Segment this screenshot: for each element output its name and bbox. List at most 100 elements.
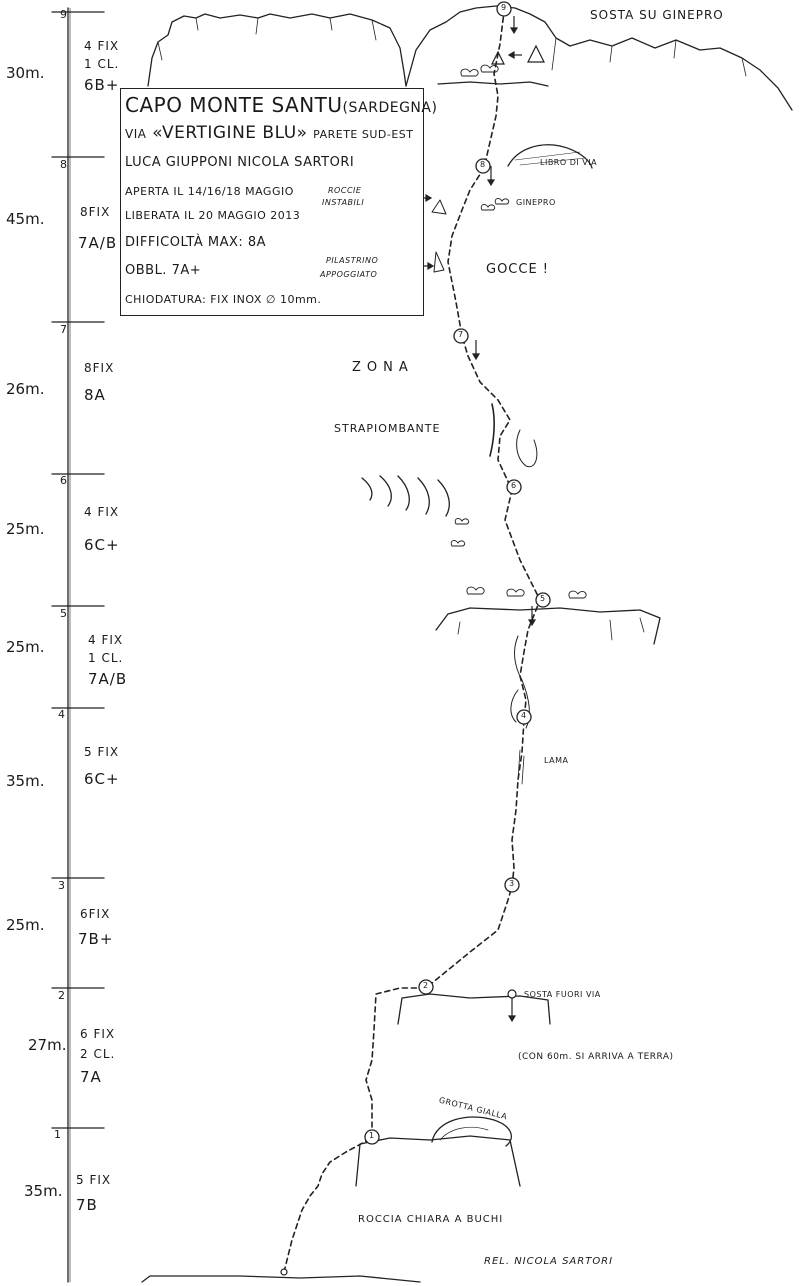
belay-number-7: 7 [458, 330, 464, 339]
note-lama: LAMA [544, 756, 569, 765]
tick-7: 7 [60, 323, 68, 336]
max-difficulty: DIFFICOLTÀ MAX: 8A [125, 235, 267, 250]
note-rel: REL. NICOLA SARTORI [484, 1256, 614, 1267]
pitch-2-length: 27m. [28, 1036, 67, 1054]
belay-circle-6 [506, 479, 522, 495]
note-libro-di-via: LIBRO DI VIA [540, 158, 598, 167]
belay5-ledge [435, 607, 661, 645]
summit-right-ridge [405, 5, 793, 111]
route-name: «VERTIGINE BLU» [152, 123, 308, 143]
pitch-6-length: 25m. [6, 520, 45, 538]
tick-6: 6 [60, 474, 68, 487]
tick-1: 1 [54, 1128, 62, 1141]
note-pilastrino-1: PILASTRINO [326, 256, 379, 265]
pitch-8-length: 45m. [6, 210, 45, 228]
belay-circle-8 [475, 158, 491, 174]
bolting-diameter: ∅ 10mm. [265, 293, 322, 306]
note-pilastrino-2: APPOGGIATO [320, 270, 378, 279]
note-rocce-2: INSTABILI [322, 198, 365, 207]
pitch-9-fix: 4 FIX [84, 39, 120, 53]
belay1-ledge [355, 1135, 521, 1187]
pitch-9-grade: 6B+ [84, 76, 120, 94]
tick-8: 8 [60, 158, 68, 171]
belay9-ledge [437, 81, 549, 87]
tick-4: 4 [58, 708, 66, 721]
belay-circle-7 [453, 328, 469, 344]
pitch-1-grade: 7B [76, 1196, 98, 1214]
region: (SARDEGNA) [342, 100, 438, 116]
sosta-fuori-via-marker [507, 989, 517, 999]
pitch-2-grade: 7A [80, 1068, 102, 1086]
pitch-6-grade: 6C+ [84, 536, 120, 554]
obligatory-grade: OBBL. 7A+ [125, 263, 202, 278]
belay-circle-2 [418, 979, 434, 995]
pitch-1-length: 35m. [24, 1182, 63, 1200]
pitch-4-fix: 5 FIX [84, 745, 120, 759]
belay-number-9: 9 [501, 3, 507, 12]
tick-9: 9 [60, 8, 68, 21]
title-line1: CAPO MONTE SANTU(SARDEGNA) [125, 93, 437, 117]
belay-number-6: 6 [511, 481, 517, 490]
pitch-3-length: 25m. [6, 916, 45, 934]
pitch-2-fix: 6 FIX [80, 1027, 116, 1041]
belay-circle-5 [535, 592, 551, 608]
bolting-text: CHIODATURA: FIX INOX [125, 293, 262, 306]
crag-name: CAPO MONTE SANTU [125, 93, 343, 117]
via-label: VIA [125, 127, 147, 141]
belay-number-2: 2 [423, 981, 429, 990]
opened-date: APERTA IL 14/16/18 MAGGIO [125, 185, 294, 198]
pitch-3-grade: 7B+ [78, 930, 114, 948]
tick-5: 5 [60, 607, 68, 620]
note-sosta-ginepro: SOSTA SU GINEPRO [590, 8, 724, 22]
pitch-7-length: 26m. [6, 380, 45, 398]
belay2-ledge [397, 993, 551, 1025]
pitch-9-cl: 1 CL. [84, 57, 120, 71]
tick-2: 2 [58, 989, 66, 1002]
belay-number-4: 4 [521, 711, 527, 720]
belay-number-3: 3 [509, 879, 515, 888]
title-line2: VIA «VERTIGINE BLU» PARETE SUD-EST [125, 123, 414, 143]
pitch-7-grade: 8A [84, 386, 106, 404]
belay-number-1: 1 [369, 1131, 375, 1140]
note-rocce-1: ROCCIE [328, 186, 362, 195]
ground [141, 1275, 421, 1283]
note-roccia-chiara: ROCCIA CHIARA A BUCHI [358, 1214, 504, 1225]
pitch-9-length: 30m. [6, 64, 45, 82]
warning-icon [491, 50, 505, 65]
overhang-arc [361, 477, 373, 501]
route-info-box: CAPO MONTE SANTU(SARDEGNA) VIA «VERTIGIN… [120, 88, 437, 316]
pitch-8-fix: 8FIX [80, 205, 111, 219]
bolting: CHIODATURA: FIX INOX ∅ 10mm. [125, 293, 321, 306]
pitch-6-fix: 4 FIX [84, 505, 120, 519]
pitch-1-fix: 5 FIX [76, 1173, 112, 1187]
tick-3: 3 [58, 879, 66, 892]
pitch-5-fix: 4 FIX [88, 633, 124, 647]
belay-circle-1 [364, 1129, 380, 1145]
libro-rock [507, 144, 593, 169]
note-con-60m: (CON 60m. SI ARRIVA A TERRA) [518, 1052, 674, 1062]
note-sosta-fuori-via: SOSTA FUORI VIA [524, 990, 601, 999]
pitch-2-cl: 2 CL. [80, 1047, 116, 1061]
pitch-4-grade: 6C+ [84, 770, 120, 788]
belay-circle-4 [516, 709, 532, 725]
summit-ridge [147, 13, 407, 87]
belay-number-8: 8 [480, 160, 486, 169]
note-zona: ZONA [352, 360, 414, 375]
belay-circle-3 [504, 877, 520, 893]
pitch-5-cl: 1 CL. [88, 651, 124, 665]
note-strapiombante: STRAPIOMBANTE [334, 422, 441, 435]
warning-icon [527, 44, 545, 63]
wall-name: PARETE SUD-EST [313, 128, 414, 141]
grotta-gialla [431, 1116, 512, 1147]
freed-date: LIBERATA IL 20 MAGGIO 2013 [125, 209, 301, 222]
pitch-4-length: 35m. [6, 772, 45, 790]
pitch-8-grade: 7A/B [78, 234, 118, 252]
note-ginepro: GINEPRO [516, 198, 556, 207]
belay-number-5: 5 [540, 594, 546, 603]
pitch-7-fix: 8FIX [84, 361, 115, 375]
pitch-5-grade: 7A/B [88, 670, 128, 688]
authors: LUCA GIUPPONI NICOLA SARTORI [125, 155, 355, 170]
note-gocce: GOCCE ! [486, 262, 550, 277]
pitch-3-fix: 6FIX [80, 907, 111, 921]
